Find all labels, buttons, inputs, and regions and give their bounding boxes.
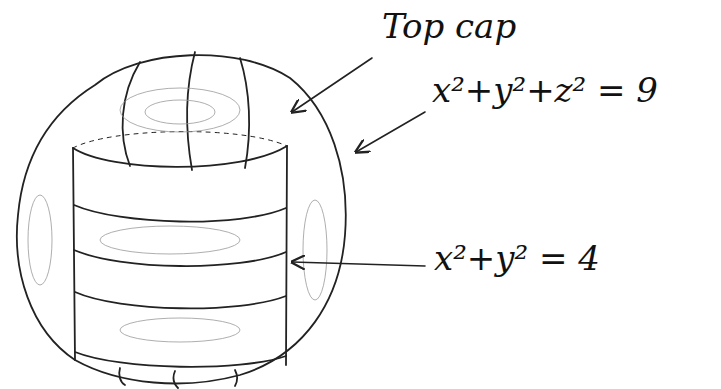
shading (120, 88, 240, 132)
cylinder-side (73, 148, 75, 360)
cap-edge (73, 132, 287, 148)
cap-meridian (123, 62, 140, 166)
band-line (74, 205, 286, 222)
shading (100, 226, 240, 254)
sphere-outline (17, 55, 346, 383)
band-line (75, 292, 286, 308)
leader-arrow (356, 112, 425, 152)
cylinder-side (286, 146, 287, 365)
cap-meridian (240, 58, 249, 168)
label-text: x²+y² = 4 (434, 240, 600, 277)
leader-arrow (292, 58, 372, 112)
shading (120, 318, 240, 342)
leader-arrow (292, 262, 425, 266)
bottom-meridian (235, 370, 237, 386)
cap-edge (73, 146, 287, 167)
label-text: Top cap (382, 8, 516, 45)
band-line (74, 250, 286, 266)
bottom-meridian (119, 368, 125, 385)
band-line (75, 352, 286, 367)
cap-meridian (187, 52, 195, 170)
shading (145, 100, 215, 124)
label-text: x²+y²+z² = 9 (432, 72, 658, 109)
shading (28, 195, 52, 285)
shading (303, 200, 327, 300)
bottom-meridian (174, 371, 178, 388)
